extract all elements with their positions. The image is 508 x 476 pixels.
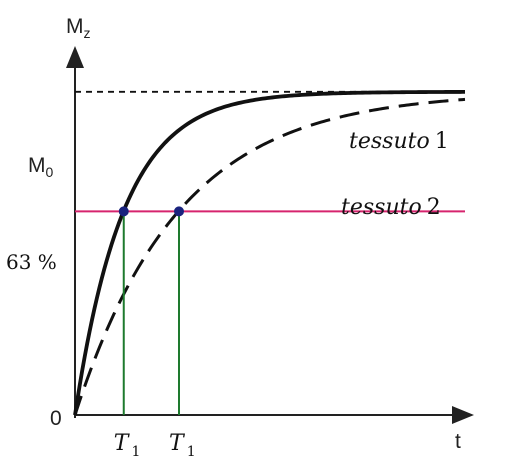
- marker-point-2: [174, 206, 184, 217]
- m0-label: M0: [28, 154, 54, 180]
- x-axis-arrow: [452, 406, 474, 424]
- marker-point-1: [118, 206, 129, 217]
- curve-tessuto-1: [73, 90, 465, 416]
- pct-label: 63 %: [6, 250, 57, 274]
- x-axis-label: t: [455, 430, 461, 453]
- y-axis-arrow: [66, 46, 84, 68]
- y-axis-label: Mz: [66, 15, 91, 41]
- origin-label: 0: [50, 407, 62, 430]
- curve-tessuto-2: [73, 97, 466, 416]
